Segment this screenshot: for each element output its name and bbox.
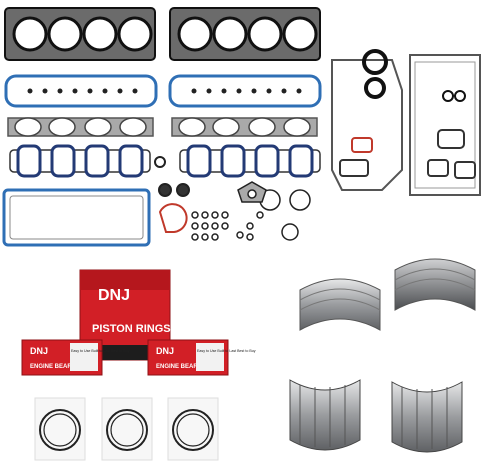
bearing-box-right: DNJ ENGINE BEARINGS Easy to Use Built to…	[147, 339, 256, 376]
ring-set	[101, 397, 153, 461]
bearing-box-brand: DNJ	[156, 346, 174, 356]
small-seals	[154, 156, 190, 197]
valve-cover-gasket-left	[4, 74, 158, 108]
main-bearings-left	[299, 278, 381, 331]
bearing-box-product: ENGINE BEARINGS	[30, 364, 86, 370]
bearing-box-product: ENGINE BEARINGS	[156, 364, 212, 370]
valve-cover-gasket-right	[168, 74, 322, 108]
rod-bearings-left	[289, 379, 361, 451]
misc-o-rings	[191, 181, 311, 241]
head-gasket-left	[4, 7, 156, 61]
intake-gasket-right	[179, 144, 321, 178]
thermostat-gasket	[158, 203, 188, 233]
main-bearings-right	[394, 258, 476, 311]
timing-cover-gasket	[331, 49, 481, 196]
bearing-box-tagline: Easy to Use Built to Last Best to Buy	[71, 349, 130, 353]
exhaust-gasket-right	[171, 117, 318, 137]
ring-set	[34, 397, 86, 461]
piston-box-product: PISTON RINGS	[92, 323, 171, 335]
bearing-box-left: DNJ ENGINE BEARINGS Easy to Use Built to…	[21, 339, 130, 376]
bearing-box-brand: DNJ	[30, 346, 48, 356]
rod-bearings-right	[391, 381, 463, 453]
oil-pan-gasket	[2, 188, 151, 247]
ring-set	[167, 397, 219, 461]
intake-gasket-left	[9, 144, 151, 178]
head-gasket-right	[169, 7, 321, 61]
bearing-box-tagline: Easy to Use Built to Last Best to Buy	[197, 349, 256, 353]
exhaust-gasket-left	[7, 117, 154, 137]
piston-box-brand: DNJ	[98, 287, 130, 304]
